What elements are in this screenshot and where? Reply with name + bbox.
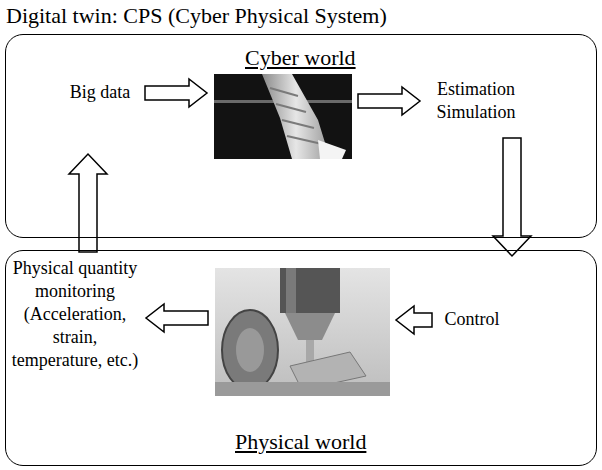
world-region: Cyber world <box>5 34 597 238</box>
region-title: Physical world <box>235 429 366 455</box>
diagram-title: Digital twin: CPS (Cyber Physical System… <box>6 3 387 29</box>
annotation-text: Estimation Simulation <box>424 78 528 124</box>
hollow-arrow <box>493 138 531 256</box>
hollow-arrow <box>145 79 207 107</box>
hollow-arrow <box>146 304 208 332</box>
annotation-text: Big data <box>60 81 140 104</box>
region-title: Cyber world <box>245 45 356 71</box>
machine-image <box>215 268 390 396</box>
hollow-arrow <box>358 87 420 115</box>
annotation-text: Physical quantity monitoring (Accelerati… <box>8 257 142 372</box>
hollow-arrow <box>396 306 432 334</box>
simulation-image <box>214 74 352 159</box>
annotation-text: Control <box>434 308 510 331</box>
